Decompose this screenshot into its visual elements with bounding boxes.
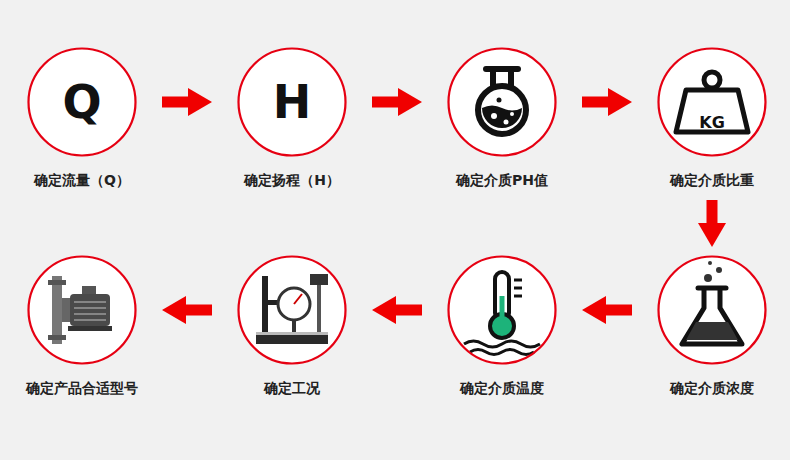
conical-flask-icon xyxy=(682,261,742,344)
circle-ground xyxy=(448,48,556,156)
flow-arrow xyxy=(594,305,632,316)
step-circle: 确定产品合适型号 xyxy=(27,255,137,365)
step-caption: 确定流量（Q） xyxy=(34,172,130,190)
bubble xyxy=(510,112,514,116)
flow-arrow xyxy=(162,97,200,108)
hammer-handle xyxy=(317,285,321,332)
dial xyxy=(278,288,310,320)
flow-arrow xyxy=(372,97,410,108)
base-top xyxy=(256,332,328,335)
flow-arrow xyxy=(582,97,620,108)
circle-border xyxy=(29,257,136,364)
step-caption: 确定介质浓度 xyxy=(670,380,754,398)
circle-outline xyxy=(447,255,557,365)
bubble xyxy=(708,261,712,265)
step-caption: 确定介质温度 xyxy=(460,380,544,398)
circle-border xyxy=(659,257,766,364)
flask-rim xyxy=(698,286,726,291)
weight-body xyxy=(676,90,748,132)
inner-mark-box: H xyxy=(237,47,347,157)
bubble xyxy=(704,274,712,282)
step-circle: 确定工况 xyxy=(237,255,347,365)
bubble xyxy=(491,113,497,119)
step-circle: Q确定流量（Q） xyxy=(27,47,137,157)
step-caption: 确定介质PH值 xyxy=(456,172,548,190)
gauge-icon xyxy=(256,274,328,344)
flask-outline xyxy=(682,288,742,344)
pipe xyxy=(52,276,62,344)
flask-bulb xyxy=(478,86,526,134)
bubble xyxy=(504,120,509,125)
circle-border xyxy=(449,257,556,364)
circle-border xyxy=(239,257,346,364)
hammer-head xyxy=(310,274,328,285)
thermometer-icon xyxy=(464,272,540,355)
wave-line xyxy=(470,350,534,355)
circle-outline xyxy=(657,255,767,365)
flask-liquid xyxy=(686,322,738,340)
weight-ring xyxy=(704,72,720,88)
terminal-box xyxy=(82,286,96,294)
stand-rod xyxy=(262,276,268,338)
circle-ground xyxy=(448,256,556,364)
inner-mark-box: Q xyxy=(27,47,137,157)
circle-ground xyxy=(28,48,136,156)
pump-head xyxy=(62,298,70,322)
thermometer-column xyxy=(500,296,505,322)
inner-mark-box: KG xyxy=(657,47,767,157)
flask-liquid xyxy=(482,106,522,129)
bubble xyxy=(716,267,722,273)
pump-icon xyxy=(48,276,112,344)
flask-icon xyxy=(478,69,526,134)
circle-ground xyxy=(238,48,346,156)
circle-outline xyxy=(657,47,767,157)
circle-border xyxy=(659,49,766,156)
circle-ground xyxy=(658,48,766,156)
thermometer-ticks xyxy=(514,280,522,296)
circle-outline xyxy=(237,255,347,365)
flow-arrow xyxy=(707,200,718,235)
step-caption: 确定产品合适型号 xyxy=(26,380,138,398)
step-circle: 确定介质温度 xyxy=(447,255,557,365)
step-circle: 确定介质浓度 xyxy=(657,255,767,365)
circle-border xyxy=(29,49,136,156)
flange xyxy=(48,335,66,340)
bubble xyxy=(497,98,502,103)
circle-outline xyxy=(27,255,137,365)
motor-base xyxy=(68,326,112,331)
step-circle: 确定介质PH值 xyxy=(447,47,557,157)
base-block xyxy=(256,332,328,344)
flange xyxy=(48,280,66,285)
wave-line xyxy=(464,341,540,347)
inner-mark: KG xyxy=(699,113,725,132)
needle xyxy=(294,294,302,304)
step-caption: 确定扬程（H） xyxy=(244,172,340,190)
flow-arrow xyxy=(174,305,212,316)
circle-ground xyxy=(238,256,346,364)
circle-outline xyxy=(447,47,557,157)
circle-border xyxy=(449,49,556,156)
flask-rim xyxy=(486,66,518,72)
motor-fins xyxy=(74,302,106,320)
motor-body xyxy=(70,294,110,326)
step-circle: KG确定介质比重 xyxy=(657,47,767,157)
step-caption: 确定介质比重 xyxy=(670,172,754,190)
inner-mark: H xyxy=(273,75,312,129)
dial-stem xyxy=(292,320,296,332)
weight-icon xyxy=(676,72,748,132)
step-circle: H确定扬程（H） xyxy=(237,47,347,157)
flow-arrow xyxy=(384,305,422,316)
circle-ground xyxy=(28,256,136,364)
step-caption: 确定工况 xyxy=(264,380,320,398)
circle-border xyxy=(239,49,346,156)
circle-grounds xyxy=(28,48,766,364)
inner-mark: Q xyxy=(62,75,101,129)
circle-ground xyxy=(658,256,766,364)
